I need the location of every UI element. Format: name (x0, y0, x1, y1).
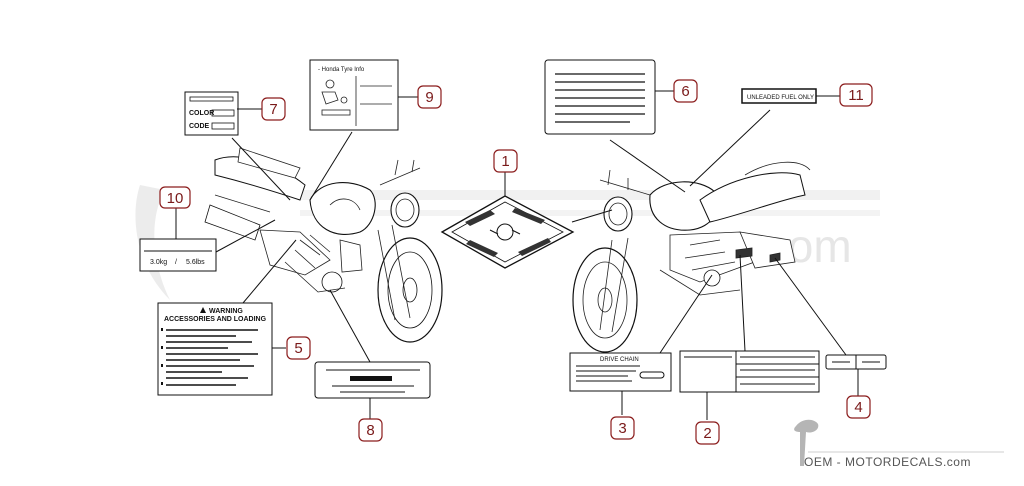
drive-chain-title: DRIVE CHAIN (600, 357, 639, 363)
label-9-tire-info: - Honda Tyre Info (309, 59, 399, 131)
label-6 (544, 59, 656, 135)
label-4 (825, 354, 887, 370)
label-8 (314, 361, 431, 399)
warning-title: WARNING (209, 308, 243, 315)
label-11-fuel: UNLEADED FUEL ONLY (741, 88, 817, 104)
tire-label-header: - Honda Tyre Info (318, 67, 365, 73)
svg-text:4: 4 (854, 399, 862, 416)
footer-brand: OEM - MOTORDECALS.com (794, 419, 1004, 469)
callout-11: 11 (839, 83, 873, 107)
callout-2: 2 (695, 421, 720, 445)
svg-text:11: 11 (848, 87, 864, 104)
svg-text:10: 10 (167, 190, 184, 207)
label-2 (679, 350, 820, 393)
motorcycle-left (204, 147, 443, 343)
weight-slash: / (175, 259, 177, 266)
callout-5: 5 (286, 336, 311, 360)
callout-3: 3 (610, 416, 635, 440)
label-1-diamond-badge (440, 195, 575, 269)
label-7-color-code: COLOR CODE (184, 91, 239, 136)
callout-7: 7 (261, 97, 286, 121)
callout-1: 1 (493, 149, 518, 173)
svg-text:6: 6 (681, 83, 689, 100)
weight-lbs: 5.6lbs (186, 259, 205, 266)
label-10-weight: 3.0kg / 5.6lbs (139, 238, 217, 272)
svg-text:9: 9 (425, 89, 433, 106)
label-3-drive-chain: DRIVE CHAIN (569, 352, 672, 392)
motorcycle-right (572, 161, 811, 353)
svg-text:2: 2 (703, 425, 711, 442)
color-label-text: COLOR (189, 110, 214, 117)
brand-logo-icon (794, 419, 819, 466)
svg-text:1: 1 (501, 153, 509, 170)
leader-lines (175, 90, 859, 420)
callout-9: 9 (417, 85, 442, 109)
warning-subtitle: ACCESSORIES AND LOADING (164, 316, 267, 323)
svg-text:3: 3 (618, 420, 626, 437)
callout-6: 6 (673, 79, 698, 103)
footer-brand-text: OEM - MOTORDECALS.com (804, 455, 971, 469)
svg-text:8: 8 (366, 422, 374, 439)
svg-text:5: 5 (294, 340, 302, 357)
fuel-label-text: UNLEADED FUEL ONLY (747, 95, 814, 101)
callout-10: 10 (159, 186, 191, 209)
weight-kg: 3.0kg (150, 259, 167, 266)
callout-4: 4 (846, 395, 871, 419)
callout-8: 8 (358, 418, 383, 442)
callout-markers: 1 2 3 4 5 6 7 8 (159, 79, 873, 445)
code-label-text: CODE (189, 123, 210, 130)
label-5-warning: WARNING ACCESSORIES AND LOADING (157, 302, 273, 396)
svg-text:7: 7 (269, 101, 277, 118)
